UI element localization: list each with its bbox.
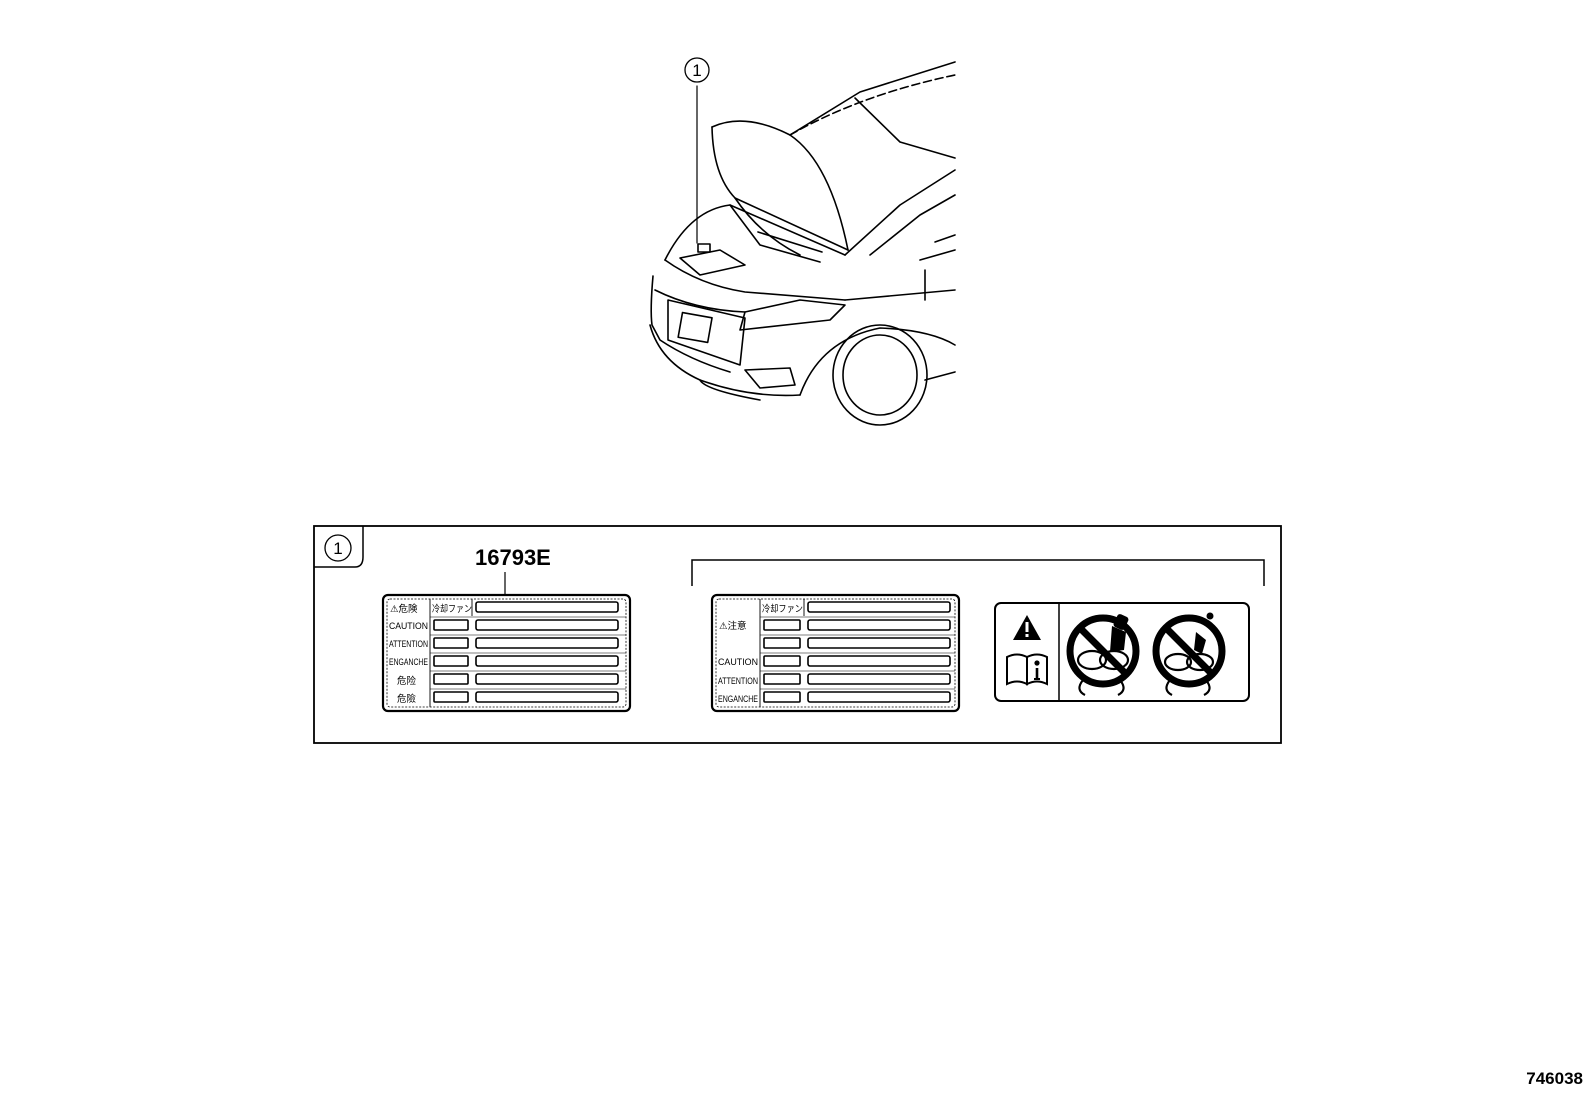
callout-number: 1: [692, 61, 701, 80]
no-child-fan-icon: [1152, 612, 1226, 696]
detail-callout-number: 1: [333, 539, 342, 558]
label-b-row-4: ATTENTION: [718, 676, 758, 686]
vehicle-illustration: [649, 57, 956, 426]
label-a-row-7: 危險: [397, 693, 417, 705]
label-a-row-3: CAUTION: [389, 621, 428, 631]
label-a-row-6: 危险: [397, 675, 417, 687]
label-a-row-1: ⚠危険: [390, 603, 418, 615]
warning-triangle-icon: [1013, 615, 1041, 640]
label-a-row-4: ATTENTION: [389, 639, 428, 649]
warning-label-a: ⚠危険 冷却ファン CAUTION ATTENTION ENGANCHE 危险 …: [381, 593, 632, 713]
part-number: 16793E: [475, 545, 551, 570]
warning-label-b: ⚠注意 冷却ファン CAUTION ATTENTION ENGANCHE: [710, 593, 961, 713]
manual-info-icon: [1006, 653, 1048, 686]
label-b-row-3: CAUTION: [718, 657, 758, 667]
label-b-row-2: 冷却ファン: [762, 603, 803, 615]
detail-frame: [313, 525, 1282, 744]
pictogram-label: [994, 602, 1250, 702]
label-b-row-5: ENGANCHE: [718, 694, 758, 704]
illustration-number: 746038: [1526, 1069, 1583, 1088]
no-hand-fan-icon: [1066, 614, 1140, 696]
label-a-row-2: 冷却ファン: [432, 603, 472, 615]
label-a-row-5: ENGANCHE: [389, 657, 428, 667]
label-b-row-1: ⚠注意: [719, 620, 747, 632]
